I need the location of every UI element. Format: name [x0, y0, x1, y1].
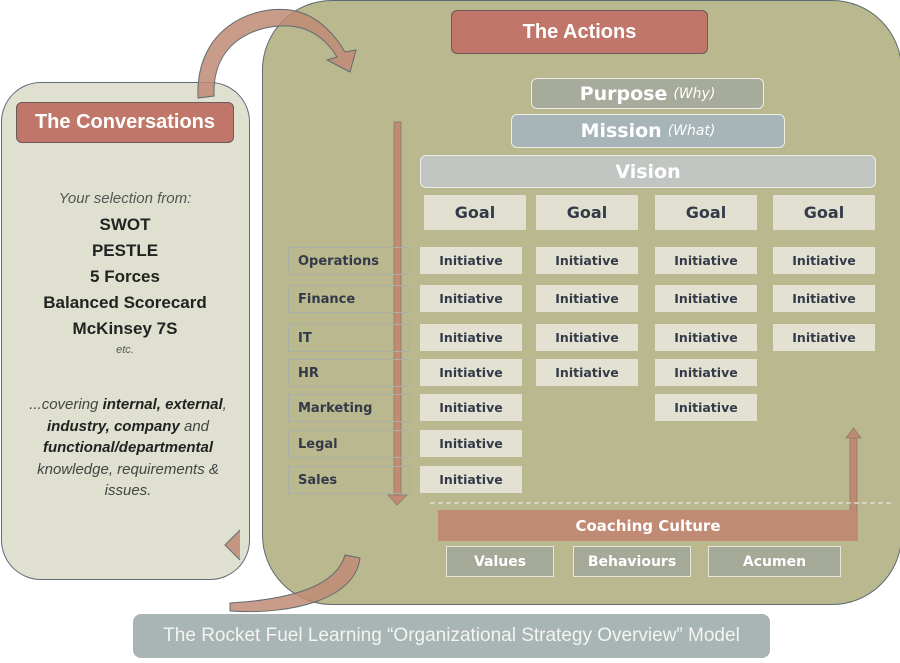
initiative-box: Initiative — [420, 285, 522, 312]
department-legal: Legal — [288, 430, 410, 458]
goal-box: Goal — [773, 195, 875, 230]
department-marketing: Marketing — [288, 394, 410, 422]
department-finance: Finance — [288, 285, 410, 313]
purpose-label: Purpose — [579, 82, 668, 105]
initiative-box: Initiative — [420, 466, 522, 493]
initiative-box: Initiative — [655, 394, 757, 421]
initiative-box: Initiative — [655, 285, 757, 312]
tool-item: McKinsey 7S — [72, 319, 178, 338]
goal-box: Goal — [655, 195, 757, 230]
covering-segment: functional/departmental — [42, 439, 214, 456]
model-caption: The Rocket Fuel Learning “Organizational… — [133, 614, 770, 658]
down-arrow-head-icon — [387, 494, 408, 506]
initiative-box: Initiative — [420, 247, 522, 274]
initiative-box: Initiative — [536, 285, 638, 312]
covering-text: ...covering internal, external, industry… — [28, 394, 228, 502]
tool-item: Balanced Scorecard — [43, 293, 207, 312]
initiative-box: Initiative — [536, 247, 638, 274]
department-hr: HR — [288, 359, 410, 387]
mission-sub: (What) — [667, 123, 716, 139]
covering-segment: ...covering — [29, 396, 103, 413]
purpose-box: Purpose (Why) — [531, 78, 764, 109]
initiative-box: Initiative — [420, 324, 522, 351]
values-box: Values — [446, 546, 554, 577]
tool-item: 5 Forces — [90, 267, 160, 286]
initiative-box: Initiative — [420, 430, 522, 457]
mission-label: Mission — [580, 120, 662, 142]
covering-segment: , — [222, 396, 227, 413]
initiative-box: Initiative — [655, 359, 757, 386]
acumen-box: Acumen — [708, 546, 841, 577]
initiative-box: Initiative — [536, 324, 638, 351]
covering-segment: internal, — [102, 396, 161, 413]
initiative-box: Initiative — [655, 247, 757, 274]
initiative-box: Initiative — [420, 394, 522, 421]
goal-box: Goal — [536, 195, 638, 230]
actions-title: The Actions — [451, 10, 708, 54]
initiative-box: Initiative — [773, 247, 875, 274]
curved-arrow-bottom-icon — [224, 529, 361, 613]
intro-text: Your selection from: — [58, 190, 192, 207]
coaching-culture-bar: Coaching Culture — [438, 510, 858, 541]
vision-box: Vision — [420, 155, 876, 188]
initiative-box: Initiative — [420, 359, 522, 386]
initiative-box: Initiative — [655, 324, 757, 351]
mission-box: Mission (What) — [511, 114, 785, 148]
covering-segment: and — [179, 417, 210, 435]
behaviours-box: Behaviours — [573, 546, 691, 577]
goal-box: Goal — [424, 195, 526, 230]
covering-segment: company — [109, 417, 180, 435]
initiative-box: Initiative — [773, 285, 875, 312]
covering-segment: knowledge, requirements & issues. — [37, 460, 219, 500]
curved-arrow-top-icon — [197, 8, 357, 99]
tool-item: SWOT — [99, 215, 151, 234]
up-arrow-head-icon — [845, 427, 862, 439]
tool-item: PESTLE — [91, 241, 159, 260]
covering-segment: external — [160, 396, 223, 413]
covering-segment: industry, — [46, 417, 110, 435]
etc-text: etc. — [116, 344, 134, 356]
department-operations: Operations — [288, 247, 410, 275]
initiative-box: Initiative — [536, 359, 638, 386]
initiative-box: Initiative — [773, 324, 875, 351]
conversations-panel — [1, 82, 250, 580]
department-it: IT — [288, 324, 410, 352]
purpose-sub: (Why) — [673, 85, 716, 102]
department-sales: Sales — [288, 466, 410, 494]
conversations-title: The Conversations — [16, 102, 234, 143]
